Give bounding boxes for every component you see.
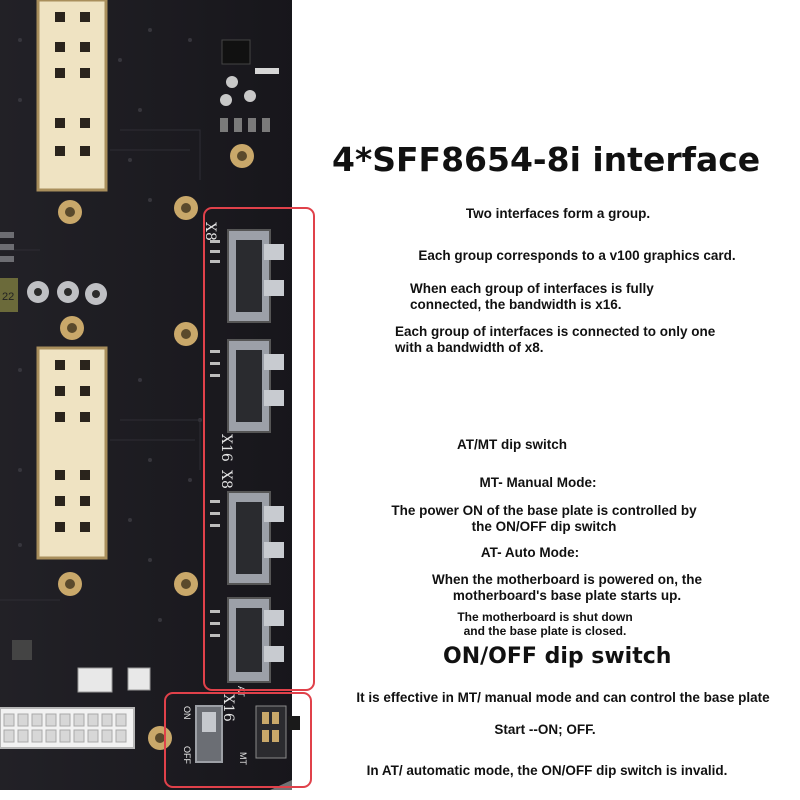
onoff-line3: In AT/ automatic mode, the ON/OFF dip sw… [366, 763, 728, 778]
note-gpu: Each group corresponds to a v100 graphic… [418, 248, 736, 263]
capacitors [27, 281, 107, 305]
at-line4: and the base plate is closed. [463, 624, 627, 638]
onoff-title: ON/OFF dip switch [443, 644, 672, 669]
cap-label: 22 [2, 291, 14, 303]
label-on: ON [182, 706, 192, 720]
at-line3: The motherboard is shut down [457, 610, 633, 624]
label-x8-top: X8 [202, 222, 218, 241]
sff-highlight-box [203, 207, 315, 691]
atmt-title: AT/MT dip switch [457, 437, 567, 452]
note-x8-line2: with a bandwidth of x8. [395, 340, 544, 355]
at-mode: AT- Auto Mode: [480, 545, 580, 560]
at-line2: motherboard's base plate starts up. [452, 588, 682, 603]
note-group: Two interfaces form a group. [465, 206, 651, 221]
onoff-line1: It is effective in MT/ manual mode and c… [356, 690, 770, 705]
dip-highlight-box [164, 692, 312, 788]
label-x16-bottom: X16 [220, 694, 236, 722]
note-x16-line2: connected, the bandwidth is x16. [410, 297, 622, 312]
at-line1: When the motherboard is powered on, the [431, 572, 702, 587]
headline: 4*SFF8654-8i interface [332, 140, 761, 179]
onoff-line2: Start --ON; OFF. [494, 722, 596, 737]
note-x16-line1: When each group of interfaces is fully [410, 281, 654, 296]
mt-line2: the ON/OFF dip switch [471, 519, 617, 534]
label-off: OFF [182, 746, 192, 764]
label-x16-mid: X16 [218, 434, 234, 462]
atmt-dip-switch [255, 705, 287, 759]
label-mt: MT [238, 752, 248, 765]
pcie-slot-top [36, 0, 108, 192]
mt-line1: The power ON of the base plate is contro… [391, 503, 697, 518]
note-x8-line1: Each group of interfaces is connected to… [395, 324, 716, 339]
pcie-slot-bottom [36, 346, 108, 560]
sff8654-connectors [227, 229, 284, 683]
label-at: AT [236, 686, 246, 697]
label-x8-mid: X8 [218, 470, 234, 489]
mt-mode: MT- Manual Mode: [479, 475, 597, 490]
